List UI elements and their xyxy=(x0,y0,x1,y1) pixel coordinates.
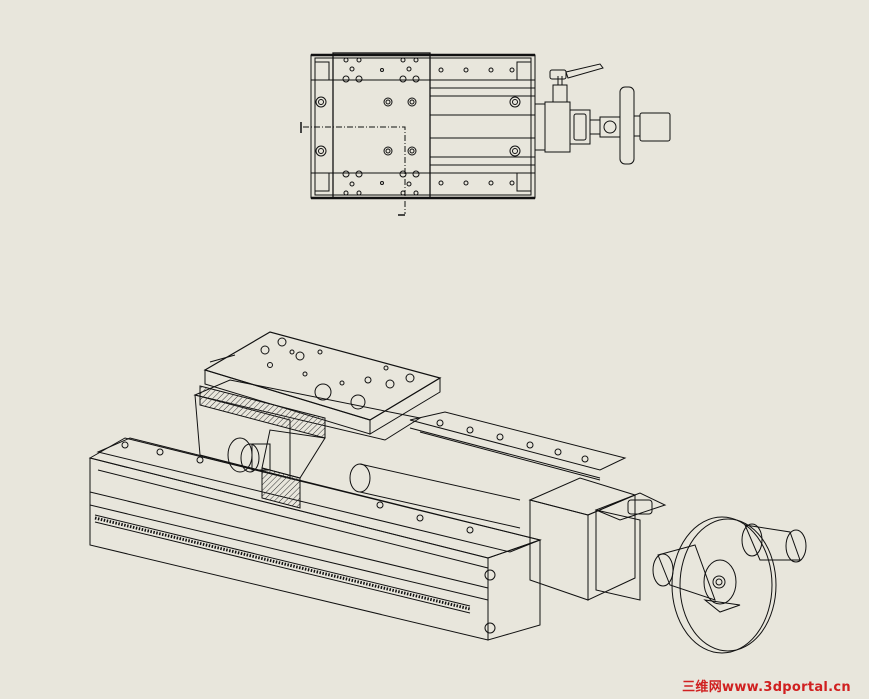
base-end-face xyxy=(487,539,541,641)
section-line xyxy=(303,126,406,214)
base-top-face xyxy=(88,437,542,559)
top-view xyxy=(300,52,671,216)
handwheel-edge xyxy=(619,86,635,165)
iso-handwheel-knob xyxy=(785,529,807,563)
section-hatch-lower xyxy=(261,467,301,509)
iso-handwheel xyxy=(671,516,773,654)
gear-rack xyxy=(94,516,471,611)
lock-lever xyxy=(565,63,604,79)
plate-holes xyxy=(315,57,521,196)
iso-motor-housing xyxy=(529,499,589,601)
motor-housing xyxy=(544,101,571,153)
handwheel-knob xyxy=(639,112,671,142)
iso-view xyxy=(88,331,807,654)
section-hatch-upper xyxy=(199,385,326,439)
iso-plate-holes xyxy=(260,337,415,410)
watermark-text: 三维网www.3dportal.cn xyxy=(682,680,851,695)
